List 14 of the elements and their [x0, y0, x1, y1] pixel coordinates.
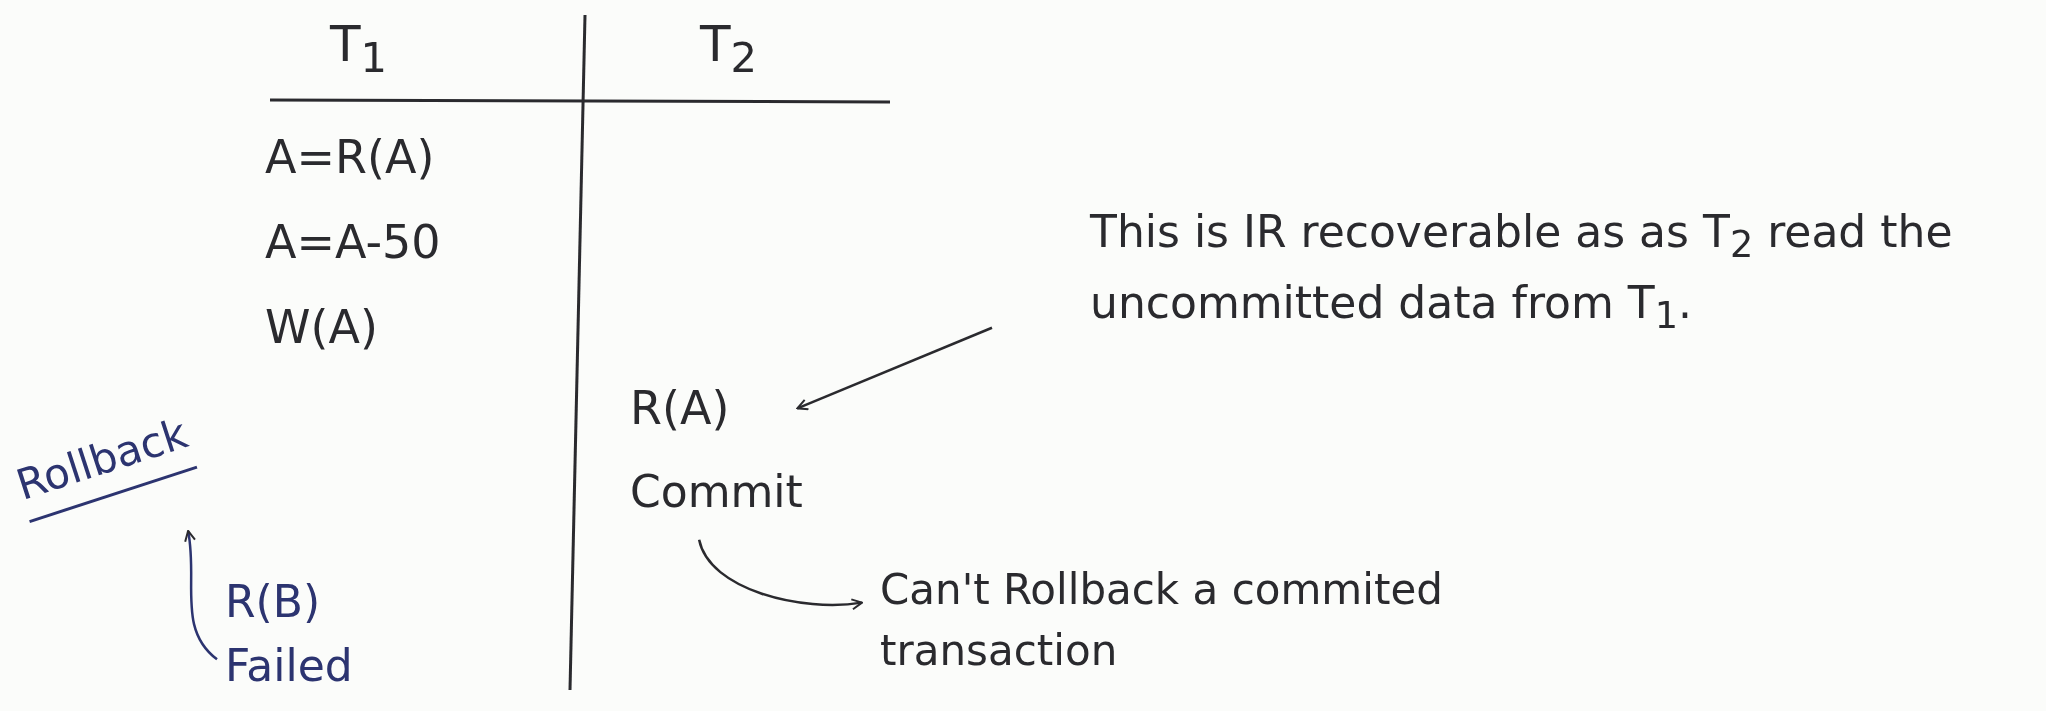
- column-header: T$_{1}$: [330, 15, 388, 82]
- handwritten-note: This is IR recoverable as as T$_{2}$ read the uncommitted data from T$_{1}$.: [1090, 200, 2010, 342]
- arrow: [183, 529, 218, 661]
- handwritten-note: Commit: [630, 460, 803, 524]
- schedule-step: W(A): [265, 300, 378, 354]
- schedule-step: A=R(A): [265, 130, 435, 184]
- schedule-step: A=A-50: [265, 215, 441, 269]
- handwritten-note: Failed: [225, 638, 353, 693]
- handwritten-note: R(B): [225, 575, 322, 629]
- handwritten-note: Can't Rollback a commited transaction: [880, 560, 1480, 682]
- arrow: [796, 326, 993, 411]
- arrow: [697, 539, 863, 610]
- handwritten-note: R(A): [630, 375, 730, 442]
- column-header: T$_{2}$: [700, 15, 758, 82]
